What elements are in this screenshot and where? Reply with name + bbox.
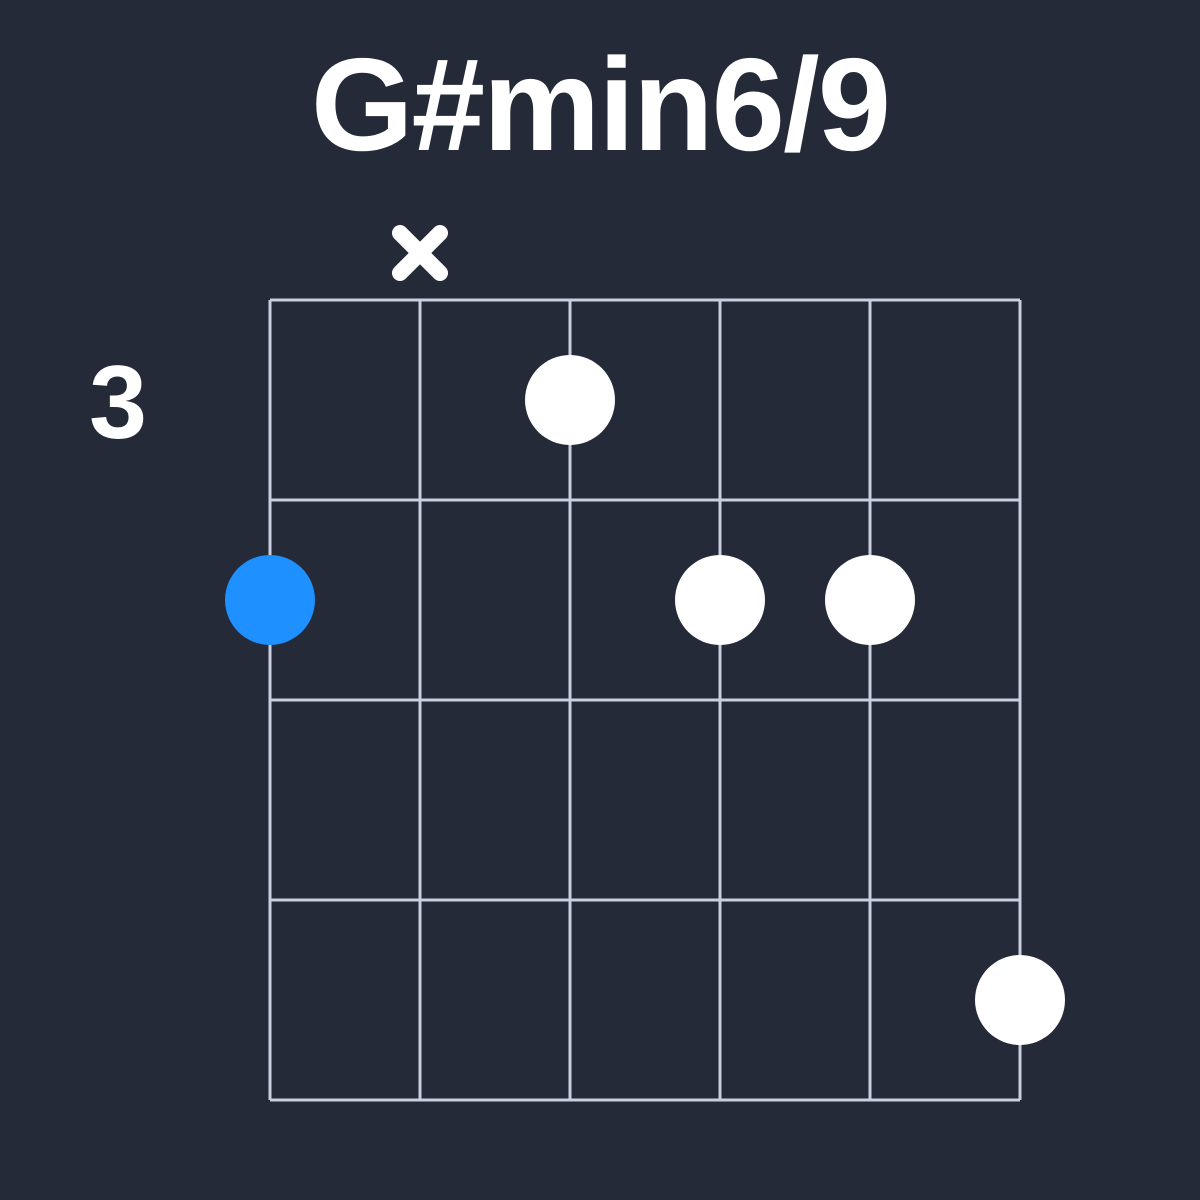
finger-dot — [975, 955, 1065, 1045]
chord-title: G#min6/9 — [310, 31, 891, 178]
finger-dot — [675, 555, 765, 645]
finger-dot — [525, 355, 615, 445]
base-fret-label: 3 — [89, 344, 147, 461]
root-note-dot — [225, 555, 315, 645]
finger-dot — [825, 555, 915, 645]
muted-string-marker — [392, 225, 448, 281]
